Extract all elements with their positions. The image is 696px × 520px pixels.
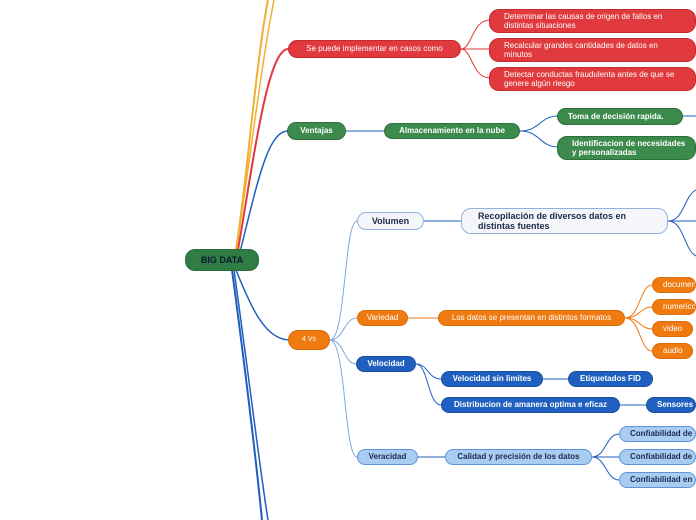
root-label: BIG DATA: [200, 254, 244, 265]
node-volumen[interactable]: Volumen: [357, 212, 424, 230]
node-almacenamiento-label: Almacenamiento en la nube: [399, 126, 505, 136]
node-veracidad-label: Veracidad: [368, 452, 407, 462]
node-velocidad[interactable]: Velocidad: [356, 356, 416, 372]
node-toma-decision[interactable]: Toma de decisión rapida.: [557, 108, 683, 125]
node-distribucion-label: Distribucion de amanera optima e eficaz: [454, 400, 607, 410]
node-formatos[interactable]: Los datos se presentan en distintos form…: [438, 310, 625, 326]
node-format-documento[interactable]: documen: [652, 277, 696, 293]
node-implementar[interactable]: Se puede implementar en casos como: [288, 40, 461, 58]
node-variedad[interactable]: Variedad: [357, 310, 408, 326]
node-4vs[interactable]: 4 Vs: [288, 330, 330, 350]
node-velocidad-sin-limites-label: Velocidad sin limites: [452, 374, 532, 384]
node-formatos-label: Los datos se presentan en distintos form…: [451, 313, 612, 323]
node-calidad-precision[interactable]: Calidad y precisión de los datos: [445, 449, 592, 465]
node-format-video-label: video: [663, 324, 683, 334]
node-confiabilidad-2-label: Confiabilidad de: [630, 452, 693, 462]
node-recopilacion[interactable]: Recopilación de diversos datos en distin…: [461, 208, 668, 234]
node-implementar-label: Se puede implementar en casos como: [306, 44, 443, 54]
node-implementar-item-3[interactable]: Detectar conductas fraudulenta antes de …: [489, 67, 696, 91]
node-confiabilidad-1[interactable]: Confiabilidad de: [619, 426, 696, 442]
node-almacenamiento[interactable]: Almacenamiento en la nube: [384, 123, 520, 139]
node-velocidad-sin-limites[interactable]: Velocidad sin limites: [441, 371, 543, 387]
node-confiabilidad-2[interactable]: Confiabilidad de: [619, 449, 696, 465]
node-toma-decision-label: Toma de decisión rapida.: [568, 111, 664, 121]
node-etiquetados-fid[interactable]: Etiquetados FID: [568, 371, 653, 387]
node-sensores-label: Sensores d: [657, 400, 696, 410]
node-format-audio-label: audio: [663, 346, 683, 356]
node-variedad-label: Variedad: [366, 313, 399, 323]
node-format-numerico-label: numerico: [663, 302, 696, 312]
node-identificacion[interactable]: Identificacion de necesidades y personal…: [557, 136, 696, 160]
node-calidad-precision-label: Calidad y precisión de los datos: [457, 452, 580, 462]
node-ventajas[interactable]: Ventajas: [287, 122, 346, 140]
node-distribucion[interactable]: Distribucion de amanera optima e eficaz: [441, 397, 620, 413]
node-implementar-item-2[interactable]: Recalcular grandes cantidades de datos e…: [489, 38, 696, 62]
node-confiabilidad-1-label: Confiabilidad de: [630, 429, 693, 439]
node-implementar-item-1[interactable]: Determinar las causas de origen de fallo…: [489, 9, 696, 33]
node-velocidad-label: Velocidad: [367, 359, 405, 369]
node-confiabilidad-3[interactable]: Confiabilidad en: [619, 472, 696, 488]
node-format-video[interactable]: video: [652, 321, 693, 337]
node-implementar-item-1-label: Determinar las causas de origen de fallo…: [504, 11, 663, 30]
node-etiquetados-fid-label: Etiquetados FID: [580, 374, 641, 384]
node-confiabilidad-3-label: Confiabilidad en: [630, 475, 693, 485]
node-format-documento-label: documen: [663, 280, 696, 290]
node-implementar-item-2-label: Recalcular grandes cantidades de datos e…: [504, 40, 658, 59]
node-format-audio[interactable]: audio: [652, 343, 693, 359]
node-volumen-label: Volumen: [371, 215, 410, 226]
node-veracidad[interactable]: Veracidad: [357, 449, 418, 465]
root-node-big-data[interactable]: BIG DATA: [185, 249, 259, 271]
node-sensores[interactable]: Sensores d: [646, 397, 696, 413]
node-ventajas-label: Ventajas: [300, 126, 333, 136]
node-format-numerico[interactable]: numerico: [652, 299, 696, 315]
node-recopilacion-label: Recopilación de diversos datos en distin…: [478, 210, 627, 231]
node-implementar-item-3-label: Detectar conductas fraudulenta antes de …: [504, 69, 675, 88]
node-identificacion-label: Identificacion de necesidades y personal…: [572, 138, 686, 157]
node-4vs-label: 4 Vs: [301, 335, 316, 343]
